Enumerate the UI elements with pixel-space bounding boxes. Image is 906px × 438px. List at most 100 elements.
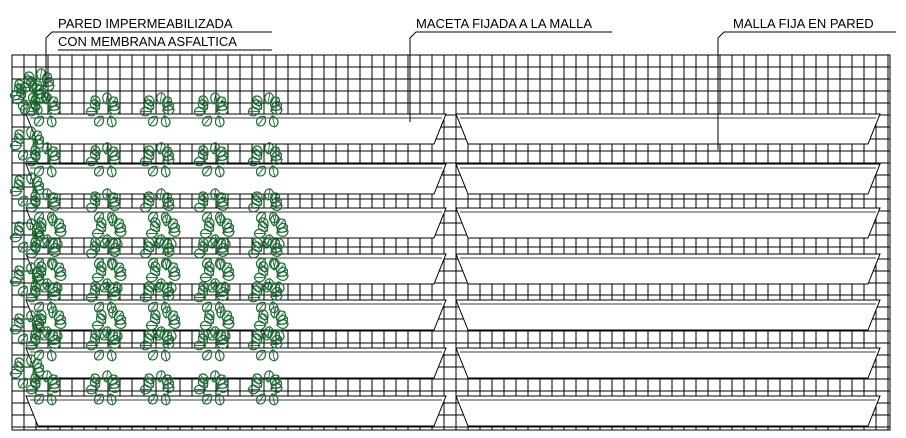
ivy-leaf-vein (270, 205, 282, 208)
ivy-leaf (89, 285, 101, 296)
ivy-leaf-vein (36, 302, 44, 311)
ivy-leaf-vein (253, 197, 262, 206)
ivy-leaf (106, 115, 117, 128)
ivy-leaf-vein (45, 371, 49, 383)
ivy-leaf-vein (146, 147, 154, 156)
ivy-leaf-vein (200, 239, 208, 248)
planter-pot (455, 207, 881, 239)
ivy-leaf-vein (253, 101, 262, 110)
ivy-leaf (40, 91, 51, 104)
ivy-leaf-vein (152, 219, 160, 228)
ivy-leaf-vein (33, 285, 38, 297)
ivy-leaf-cluster-icon (247, 326, 283, 362)
ivy-leaf-vein (162, 194, 171, 203)
ivy-leaf (220, 329, 231, 342)
ivy-leaf-vein (216, 332, 225, 341)
ivy-leaf-vein (35, 103, 40, 115)
ivy-leaf-vein (162, 109, 174, 112)
ivy-leaf-vein (20, 150, 28, 159)
ivy-leaf (30, 237, 41, 249)
ivy-leaf-vein (216, 148, 225, 157)
ivy-leaf (197, 285, 209, 296)
ivy-leaf-vein (146, 331, 154, 340)
ivy-leaf-cluster-icon (199, 258, 235, 294)
ivy-leaf (112, 329, 123, 342)
ivy-leaf-cluster-icon (139, 142, 175, 178)
ivy-leaf-vein (91, 243, 100, 252)
ivy-leaf (247, 156, 261, 167)
ivy-leaf-vein (92, 239, 100, 248)
ivy-leaf (9, 90, 23, 101)
ivy-leaf-vein (216, 109, 228, 112)
ivy-leaf-vein (55, 237, 60, 249)
ivy-leaf-vein (270, 251, 282, 254)
ivy-leaf (201, 301, 213, 313)
ivy-leaf-vein (217, 393, 222, 405)
ivy-leaf-vein (16, 315, 24, 324)
ivy-leaf-vein (254, 193, 262, 202)
ivy-leaf-vein (54, 220, 63, 229)
ivy-leaf (197, 241, 209, 252)
ivy-leaf-vein (32, 224, 41, 233)
ivy-leaf-vein (33, 241, 38, 253)
ivy-leaf (9, 276, 23, 287)
ivy-leaf-vein (48, 159, 60, 162)
ivy-leaf (96, 309, 107, 321)
ivy-leaf-vein (15, 227, 24, 236)
ivy-leaf (274, 237, 285, 250)
ivy-leaf (25, 248, 39, 259)
ivy-leaf (85, 384, 99, 395)
ivy-leaf (216, 339, 229, 349)
ivy-leaf (54, 227, 67, 237)
ivy-leaf-cluster-icon (193, 92, 229, 128)
ivy-leaf (26, 354, 36, 367)
ivy-leaf (252, 191, 263, 203)
ivy-leaf-vein (267, 189, 271, 201)
ivy-leaf (36, 309, 47, 321)
ivy-leaf-vein (277, 281, 282, 293)
ivy-leaf-vein (48, 343, 60, 346)
ivy-leaf-vein (32, 268, 41, 277)
ivy-leaf-vein (32, 316, 41, 325)
ivy-leaf (102, 370, 112, 383)
ivy-leaf (255, 257, 267, 269)
ivy-leaf-cluster-icon (193, 370, 229, 406)
ivy-leaf (9, 186, 23, 197)
ivy-leaf (46, 393, 57, 406)
ivy-leaf (91, 228, 105, 239)
ivy-leaf-vein (168, 323, 180, 326)
ivy-leaf (197, 149, 209, 160)
ivy-leaf (216, 105, 229, 115)
ivy-leaf (247, 340, 261, 351)
ivy-leaf (147, 257, 159, 269)
ivy-leaf-vein (152, 263, 160, 272)
ivy-leaf-vein (51, 215, 55, 227)
ivy-leaf-vein (108, 387, 120, 390)
ivy-leaf (198, 329, 209, 341)
ivy-leaf-vein (25, 77, 34, 86)
ivy-leaf (268, 349, 279, 362)
ivy-leaf (168, 271, 181, 281)
ivy-leaf (48, 383, 61, 393)
ivy-leaf (166, 329, 177, 342)
ivy-leaf-vein (162, 251, 174, 254)
ivy-leaf-vein (163, 165, 168, 177)
ivy-leaf-vein (32, 143, 44, 146)
label-mesh: MALLA FIJA EN PARED (733, 16, 874, 31)
ivy-leaf (220, 281, 231, 294)
ivy-leaf-vein (115, 329, 120, 341)
ivy-leaf (30, 333, 41, 346)
ivy-leaf (193, 340, 207, 351)
ivy-leaf (156, 188, 166, 201)
ivy-leaf (32, 275, 45, 285)
ivy-leaf (25, 202, 39, 213)
ivy-leaf (108, 306, 118, 319)
ivy-leaf (153, 281, 165, 293)
ivy-leaf (28, 80, 38, 93)
ivy-leaf-vein (253, 287, 262, 296)
ivy-leaf-vein (29, 311, 33, 323)
ivy-leaf-vein (217, 349, 222, 361)
ivy-leaf (252, 145, 263, 157)
ivy-leaf (90, 145, 101, 157)
ivy-leaf-vein (91, 101, 100, 110)
